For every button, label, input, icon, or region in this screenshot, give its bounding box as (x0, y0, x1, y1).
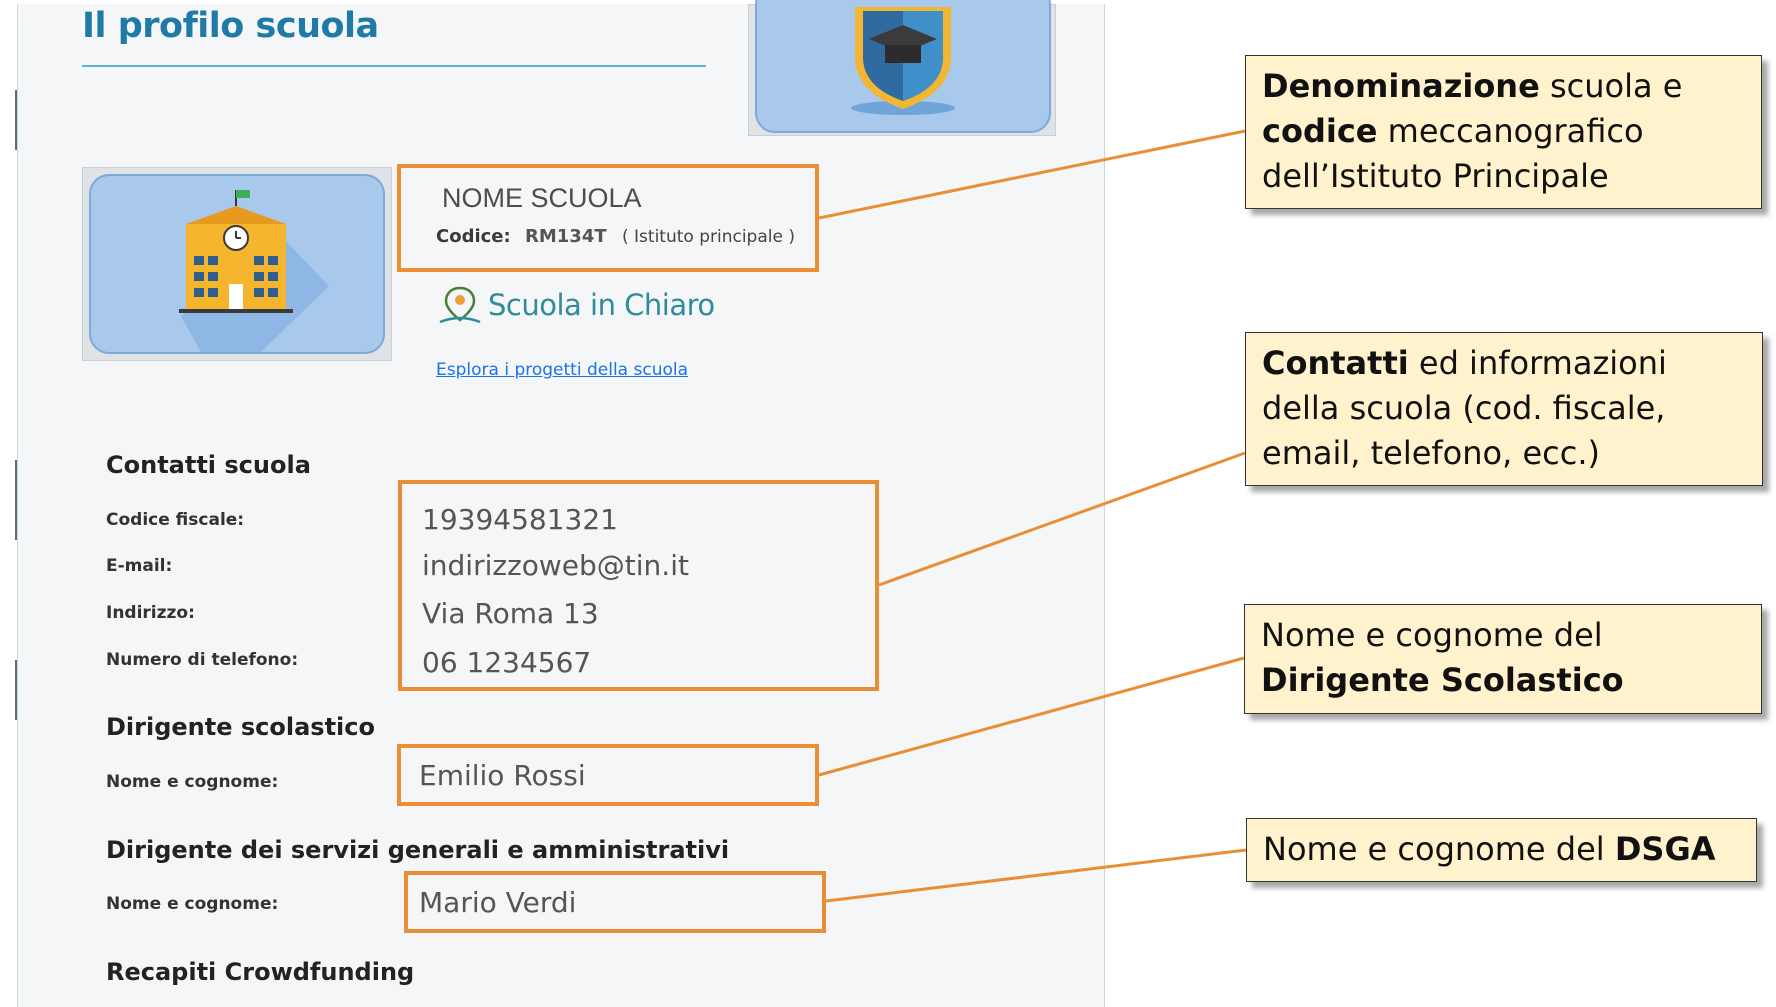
callout-dsga: Nome e cognome del DSGA (1246, 818, 1757, 882)
explore-projects-link[interactable]: Esplora i progetti della scuola (436, 360, 689, 380)
school-name: NOME SCUOLA (442, 183, 642, 213)
school-photo-background (89, 174, 385, 354)
contacts-highlight (398, 480, 879, 691)
school-photo (82, 167, 392, 361)
principal-heading: Dirigente scolastico (106, 713, 375, 741)
dsga-heading: Dirigente dei servizi generali e amminis… (106, 836, 730, 864)
school-badge-background (755, 0, 1051, 133)
school-name-highlight (397, 164, 819, 272)
page-title: Il profilo scuola (82, 6, 379, 46)
callout-text: ed informazioni della scuola (cod. fisca… (1262, 344, 1667, 472)
connector-line (878, 451, 1246, 587)
title-underline (82, 65, 706, 67)
scuola-in-chiaro-logo: Scuola in Chiaro (488, 288, 715, 322)
principal-highlight (397, 744, 819, 806)
principal-name-value: Emilio Rossi (419, 759, 586, 792)
email-value: indirizzoweb@tin.it (422, 549, 689, 582)
callout-bold: Contatti (1262, 344, 1409, 382)
callout-bold: Denominazione (1262, 67, 1540, 105)
edge-accent (15, 660, 18, 720)
contacts-heading: Contatti scuola (106, 451, 311, 479)
connector-line (825, 848, 1247, 903)
callout-principal: Nome e cognome del Dirigente Scolastico (1244, 604, 1762, 714)
dsga-highlight (404, 871, 826, 933)
connector-line (818, 129, 1246, 220)
phone-value: 06 1234567 (422, 646, 592, 679)
callout-school-name: Denominazione scuola e codice meccanogra… (1245, 55, 1762, 209)
callout-contacts: Contatti ed informazioni della scuola (c… (1245, 332, 1763, 486)
address-value: Via Roma 13 (422, 597, 599, 630)
phone-label: Numero di telefono: (106, 650, 299, 670)
callout-text: meccanografico dell’Istituto Principale (1262, 112, 1644, 195)
edge-accent (15, 90, 18, 150)
graduation-shield-icon (851, 7, 955, 115)
callout-text: Nome e cognome del (1261, 616, 1603, 654)
school-building-icon (179, 190, 329, 352)
tax-code-label: Codice fiscale: (106, 510, 245, 530)
school-code: RM134T (525, 226, 607, 247)
school-code-label: Codice: (436, 226, 511, 247)
crowdfunding-heading: Recapiti Crowdfunding (106, 958, 415, 986)
school-badge-image (748, 0, 1056, 136)
tax-code-value: 19394581321 (422, 503, 618, 536)
callout-text: scuola e (1539, 67, 1683, 105)
email-label: E-mail: (106, 556, 173, 576)
dsga-name-value: Mario Verdi (419, 886, 577, 919)
principal-name-label: Nome e cognome: (106, 772, 279, 792)
callout-bold: Dirigente Scolastico (1261, 661, 1624, 699)
callout-bold: DSGA (1614, 830, 1716, 868)
window-left-edge (0, 0, 18, 1007)
dsga-name-label: Nome e cognome: (106, 894, 279, 914)
address-label: Indirizzo: (106, 603, 195, 623)
callout-text: Nome e cognome del (1263, 830, 1615, 868)
map-pin-icon (439, 286, 481, 324)
school-type: ( Istituto principale ) (622, 227, 795, 247)
connector-line (818, 656, 1245, 777)
callout-bold: codice (1262, 112, 1378, 150)
edge-accent (15, 460, 18, 540)
